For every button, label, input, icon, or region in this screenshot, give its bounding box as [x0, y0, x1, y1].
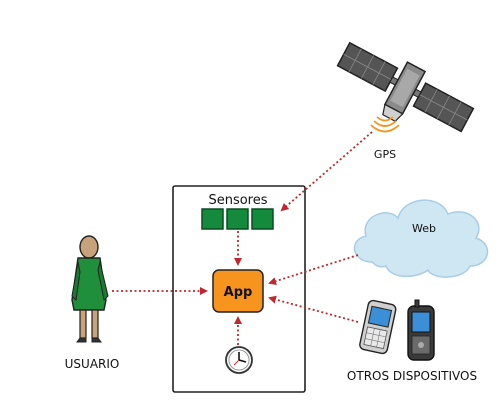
clock-icon [225, 346, 253, 374]
sensores-label: Sensores [208, 193, 267, 208]
satellite-icon [336, 41, 475, 133]
gps-signal-icon [370, 116, 400, 133]
usuario-label: USUARIO [65, 357, 120, 371]
cloud-icon [353, 199, 489, 278]
arrow-dispositivos-to-app [268, 295, 359, 323]
app-box [212, 269, 264, 313]
arrow-gps-to-sensores [280, 131, 373, 212]
person-icon [71, 235, 109, 343]
web-label: Web [412, 222, 436, 235]
app-label: App [224, 285, 253, 300]
sensor-square-3 [251, 208, 274, 230]
sensor-square-1 [201, 208, 224, 230]
sensor-array [201, 208, 274, 230]
mobile-phones-icon [359, 299, 435, 361]
gps-label: GPS [374, 148, 396, 161]
sensor-square-2 [226, 208, 249, 230]
otros-dispositivos-label: OTROS DISPOSITIVOS [347, 369, 477, 383]
arrow-web-to-app [268, 254, 359, 285]
